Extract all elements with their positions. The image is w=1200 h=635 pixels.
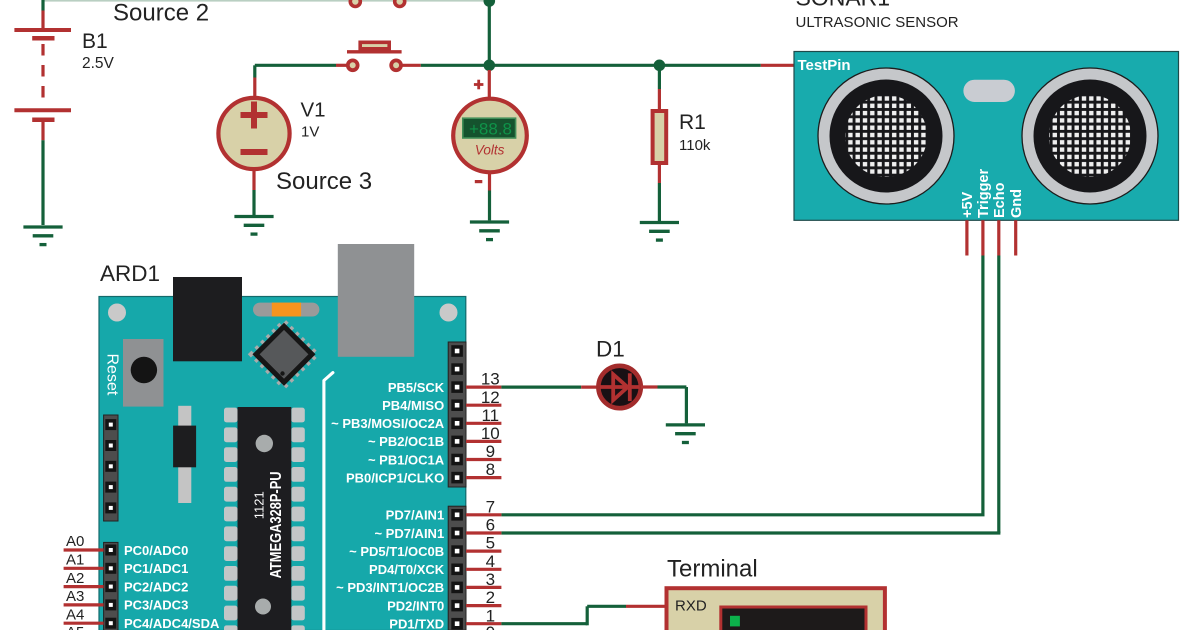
svg-text:~ PB1/OC1A: ~ PB1/OC1A	[368, 452, 445, 467]
svg-text:Source 2: Source 2	[113, 0, 209, 27]
svg-text:Terminal: Terminal	[667, 556, 758, 583]
svg-text:Source 3: Source 3	[276, 168, 372, 195]
svg-text:+5V: +5V	[960, 191, 976, 218]
svg-text:PD4/T0/XCK: PD4/T0/XCK	[369, 562, 445, 577]
svg-text:A3: A3	[66, 588, 84, 605]
svg-text:6: 6	[486, 516, 495, 535]
svg-text:ULTRASONIC SENSOR: ULTRASONIC SENSOR	[796, 14, 959, 31]
svg-text:R1: R1	[679, 111, 706, 134]
svg-text:Trigger: Trigger	[976, 168, 992, 218]
svg-text:~ PB2/OC1B: ~ PB2/OC1B	[368, 434, 444, 449]
svg-text:3: 3	[486, 570, 495, 589]
svg-text:PB5/SCK: PB5/SCK	[388, 380, 445, 395]
svg-text:PB0/ICP1/CLKO: PB0/ICP1/CLKO	[346, 470, 444, 485]
svg-text:PC1/ADC1: PC1/ADC1	[124, 561, 188, 576]
svg-text:0: 0	[486, 623, 495, 630]
svg-text:SONAR1: SONAR1	[796, 0, 891, 11]
svg-text:2: 2	[486, 588, 495, 607]
svg-text:V1: V1	[301, 99, 326, 122]
svg-text:PD1/TXD: PD1/TXD	[389, 617, 444, 631]
svg-text:2.5V: 2.5V	[82, 55, 115, 72]
svg-text:11: 11	[481, 406, 499, 425]
svg-text:PC4/ADC4/SDA: PC4/ADC4/SDA	[124, 616, 220, 630]
svg-text:Volts: Volts	[475, 143, 505, 158]
svg-text:110k: 110k	[679, 137, 711, 154]
svg-text:ARD1: ARD1	[100, 261, 160, 286]
svg-text:1V: 1V	[301, 124, 319, 141]
svg-text:1121: 1121	[251, 491, 266, 519]
svg-text:Reset: Reset	[103, 354, 120, 396]
svg-text:Gnd: Gnd	[1009, 189, 1025, 218]
svg-text:~ PD7/AIN1: ~ PD7/AIN1	[374, 526, 444, 541]
svg-text:A1: A1	[66, 552, 84, 569]
svg-text:5: 5	[486, 534, 495, 553]
svg-text:PC0/ADC0: PC0/ADC0	[124, 543, 188, 558]
svg-text:PD7/AIN1: PD7/AIN1	[386, 508, 445, 523]
svg-text:~ PD5/T1/OC0B: ~ PD5/T1/OC0B	[349, 544, 444, 559]
svg-text:+88.8: +88.8	[469, 120, 512, 139]
svg-text:PB4/MISO: PB4/MISO	[382, 398, 444, 413]
svg-text:8: 8	[486, 460, 495, 479]
svg-text:A4: A4	[66, 606, 84, 623]
svg-text:ATMEGA328P-PU: ATMEGA328P-PU	[268, 471, 285, 578]
svg-text:TestPin: TestPin	[798, 57, 851, 74]
svg-text:13: 13	[481, 370, 500, 389]
svg-text:D1: D1	[596, 337, 625, 362]
svg-text:B1: B1	[82, 30, 108, 53]
svg-text:A5: A5	[66, 624, 84, 630]
svg-text:PC2/ADC2: PC2/ADC2	[124, 579, 188, 594]
svg-text:10: 10	[481, 424, 500, 443]
svg-text:4: 4	[486, 552, 495, 571]
svg-text:A2: A2	[66, 570, 84, 587]
svg-text:PD2/INT0: PD2/INT0	[387, 598, 444, 613]
svg-text:7: 7	[486, 497, 495, 516]
svg-text:~ PD3/INT1/OC2B: ~ PD3/INT1/OC2B	[336, 580, 444, 595]
svg-text:PC3/ADC3: PC3/ADC3	[124, 598, 188, 613]
svg-text:12: 12	[481, 388, 500, 407]
svg-text:RXD: RXD	[675, 598, 707, 615]
svg-text:Echo: Echo	[992, 182, 1008, 218]
svg-text:9: 9	[486, 442, 495, 461]
svg-text:A0: A0	[66, 533, 84, 550]
svg-text:1: 1	[486, 606, 495, 625]
svg-text:~ PB3/MOSI/OC2A: ~ PB3/MOSI/OC2A	[331, 416, 445, 431]
